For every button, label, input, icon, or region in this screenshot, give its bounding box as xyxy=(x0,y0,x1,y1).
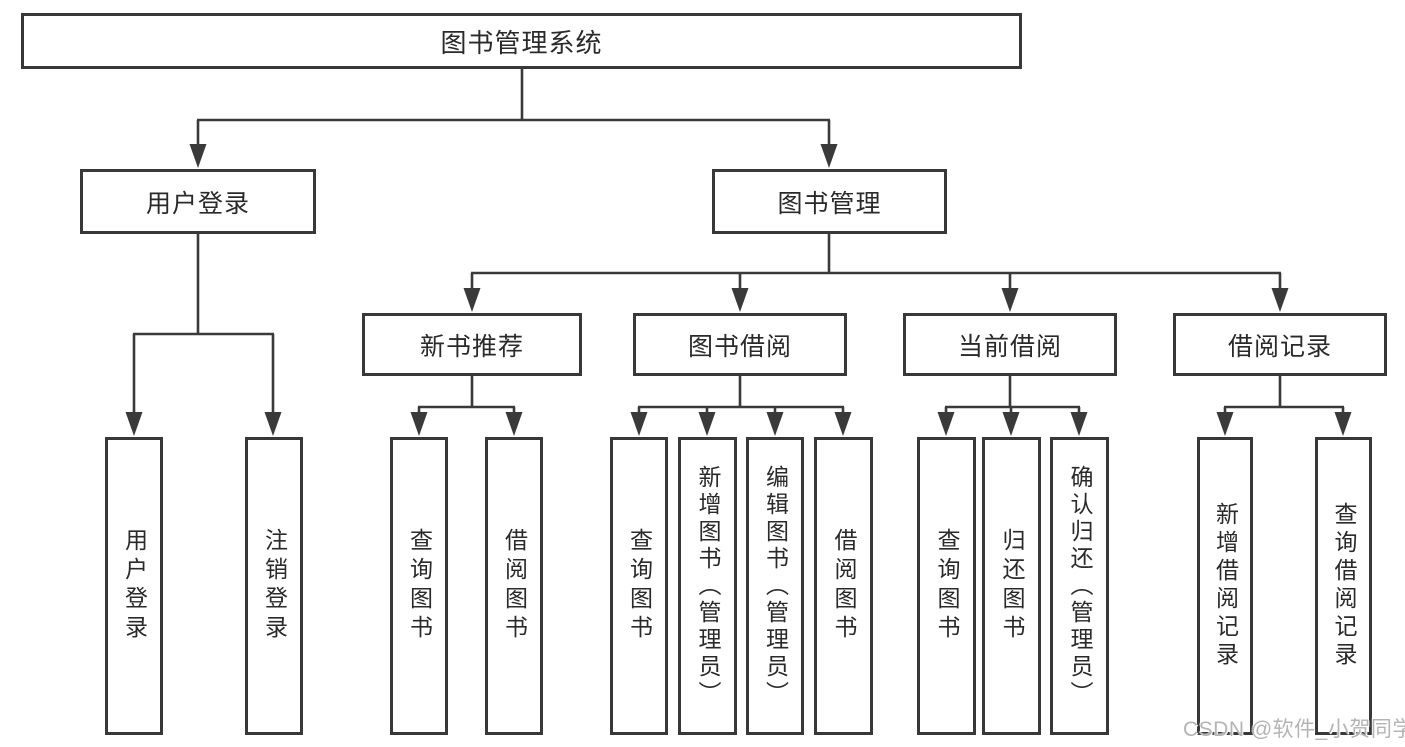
leaf-bb-edit-books-admin-label: 编辑图书（管理员） xyxy=(762,464,789,708)
leaf-br-query-record-label: 查询借阅记录 xyxy=(1331,502,1357,670)
leaf-user-login: 用户登录 xyxy=(105,437,163,735)
leaf-cb-confirm-return-admin-label: 确认归还（管理员） xyxy=(1067,464,1093,708)
leaf-bb-add-books-admin-label: 新增图书（管理员） xyxy=(695,464,721,708)
leaf-logout-label: 注销登录 xyxy=(261,528,288,644)
leaf-user-login-label: 用户登录 xyxy=(121,528,148,644)
node-user-login-label: 用户登录 xyxy=(145,189,250,218)
node-library-management-system-label: 图书管理系统 xyxy=(440,27,603,58)
connector-root-to-level2 xyxy=(196,69,831,150)
leaf-bb-borrow-books: 借阅图书 xyxy=(814,437,873,735)
leaf-logout: 注销登录 xyxy=(245,437,303,735)
leaf-bb-query-books: 查询图书 xyxy=(610,437,668,735)
leaf-bb-edit-books-admin: 编辑图书（管理员） xyxy=(746,437,804,735)
leaf-cb-query-books-label: 查询图书 xyxy=(934,528,960,644)
node-book-management-label: 图书管理 xyxy=(777,189,882,218)
arrowheads xyxy=(125,144,1352,436)
csdn-watermark: CSDN @软件_小贺同学 xyxy=(1183,718,1405,741)
leaf-nbr-borrow-books: 借阅图书 xyxy=(485,437,543,735)
node-borrowing-records-label: 借阅记录 xyxy=(1227,332,1332,361)
leaf-bb-add-books-admin: 新增图书（管理员） xyxy=(678,437,737,735)
leaf-cb-confirm-return-admin: 确认归还（管理员） xyxy=(1050,437,1109,735)
leaf-br-add-record-label: 新增借阅记录 xyxy=(1212,502,1239,670)
leaf-br-query-record: 查询借阅记录 xyxy=(1315,437,1372,735)
node-book-management: 图书管理 xyxy=(712,169,947,234)
leaf-nbr-borrow-books-label: 借阅图书 xyxy=(501,528,528,644)
connector-current-borrowing-to-leaves xyxy=(944,376,1081,418)
node-new-book-recommendation: 新书推荐 xyxy=(362,313,582,376)
node-user-login: 用户登录 xyxy=(80,169,316,234)
leaf-cb-return-books-label: 归还图书 xyxy=(999,528,1025,644)
connector-user-login-to-leaves xyxy=(132,234,275,418)
node-book-borrowing: 图书借阅 xyxy=(633,313,847,376)
node-library-management-system: 图书管理系统 xyxy=(21,13,1022,69)
leaf-cb-return-books: 归还图书 xyxy=(982,437,1041,735)
leaf-br-add-record: 新增借阅记录 xyxy=(1197,437,1253,735)
leaf-bb-borrow-books-label: 借阅图书 xyxy=(831,528,857,644)
node-book-borrowing-label: 图书借阅 xyxy=(687,332,792,361)
connector-book-borrowing-to-leaves xyxy=(637,376,845,418)
leaf-nbr-query-books-label: 查询图书 xyxy=(406,528,433,644)
node-new-book-recommendation-label: 新书推荐 xyxy=(419,332,524,361)
node-current-borrowing-label: 当前借阅 xyxy=(957,332,1062,361)
leaf-cb-query-books: 查询图书 xyxy=(917,437,976,735)
connector-new-book-rec-to-leaves xyxy=(417,376,516,418)
node-current-borrowing: 当前借阅 xyxy=(903,313,1117,376)
node-borrowing-records: 借阅记录 xyxy=(1173,313,1387,376)
connector-book-management-to-level3 xyxy=(470,234,1282,294)
leaf-nbr-query-books: 查询图书 xyxy=(390,437,448,735)
connector-borrowing-records-to-leaves xyxy=(1223,376,1345,418)
leaf-bb-query-books-label: 查询图书 xyxy=(626,528,653,644)
